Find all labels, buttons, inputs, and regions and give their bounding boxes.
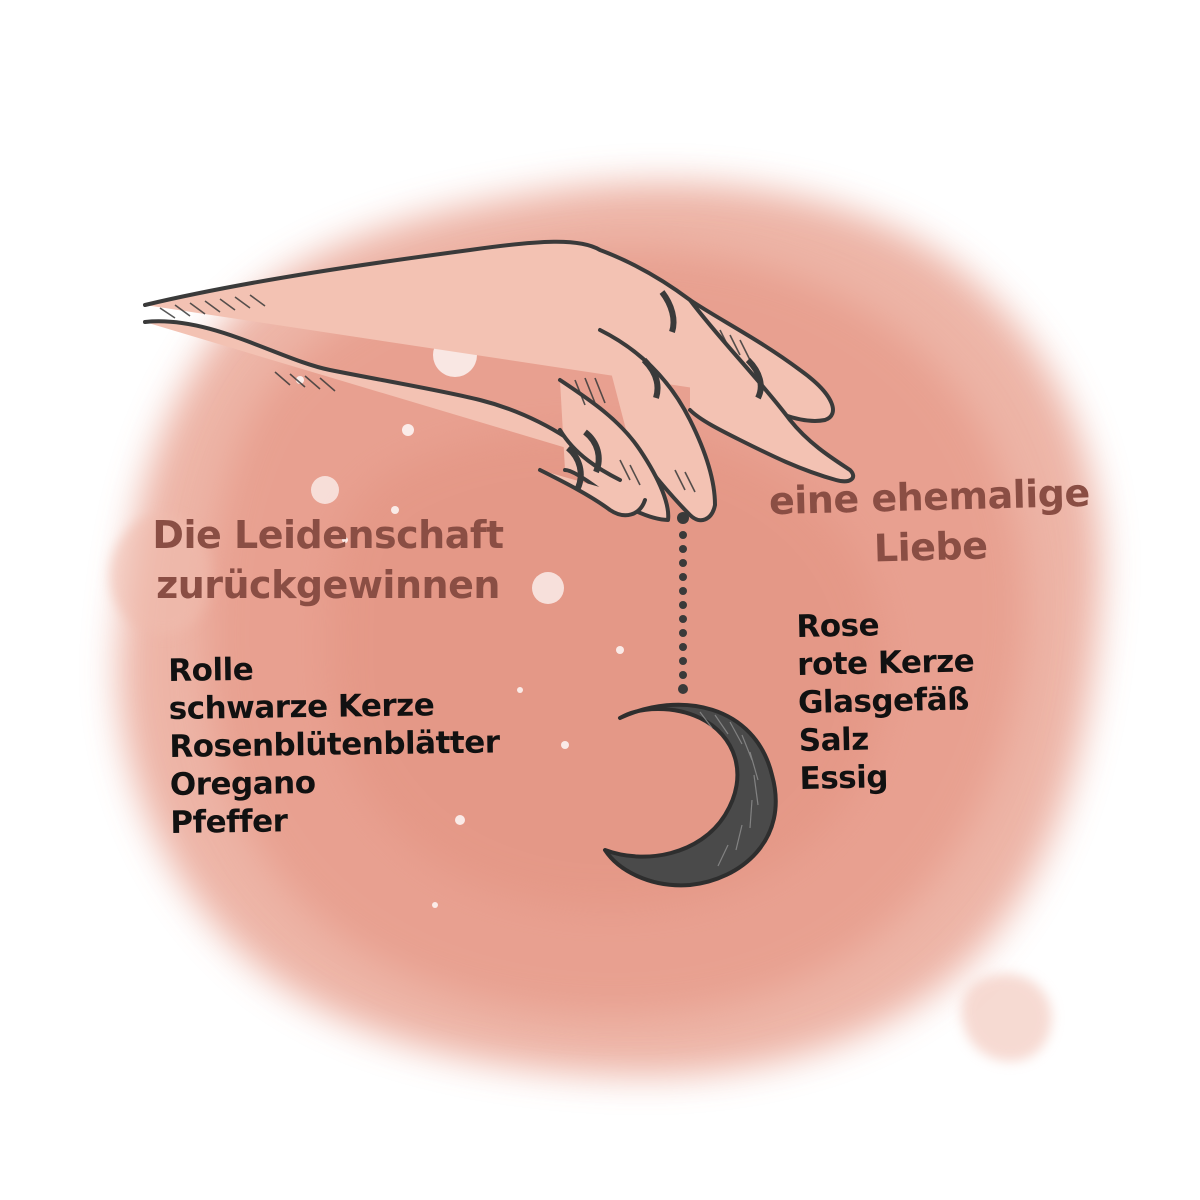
right-heading-line-2: Liebe bbox=[873, 523, 988, 571]
left-ingredient-list: Rolle schwarze Kerze Rosenblütenblätter … bbox=[168, 647, 501, 842]
list-item: Glasgefäß bbox=[797, 681, 970, 721]
list-item: rote Kerze bbox=[796, 643, 975, 683]
crescent-moon-pendant bbox=[603, 702, 778, 888]
list-item: Essig bbox=[799, 759, 889, 797]
right-heading-line-1: eine ehemalige bbox=[768, 470, 1091, 524]
right-heading: eine ehemalige Liebe bbox=[734, 467, 1126, 577]
hand-hatching bbox=[159, 294, 751, 493]
list-item: Salz bbox=[798, 721, 870, 759]
watercolor-splash bbox=[109, 182, 1102, 1076]
list-item: schwarze Kerze bbox=[168, 687, 435, 727]
left-heading-line-1: Die Leidenschaft bbox=[152, 513, 504, 557]
hand-illustration bbox=[143, 239, 856, 523]
left-heading: Die Leidenschaft zurückgewinnen bbox=[118, 510, 538, 610]
list-item: Pfeffer bbox=[170, 803, 288, 841]
pendant-chain bbox=[677, 512, 689, 694]
list-item: Rosenblütenblätter bbox=[169, 724, 500, 765]
list-item: Rose bbox=[796, 607, 880, 645]
list-item: Rolle bbox=[168, 651, 254, 689]
left-heading-line-2: zurückgewinnen bbox=[156, 563, 500, 607]
list-item: Oregano bbox=[169, 764, 316, 803]
right-ingredient-list: Rose rote Kerze Glasgefäß Salz Essig bbox=[796, 604, 977, 798]
finger-rings bbox=[565, 290, 764, 490]
